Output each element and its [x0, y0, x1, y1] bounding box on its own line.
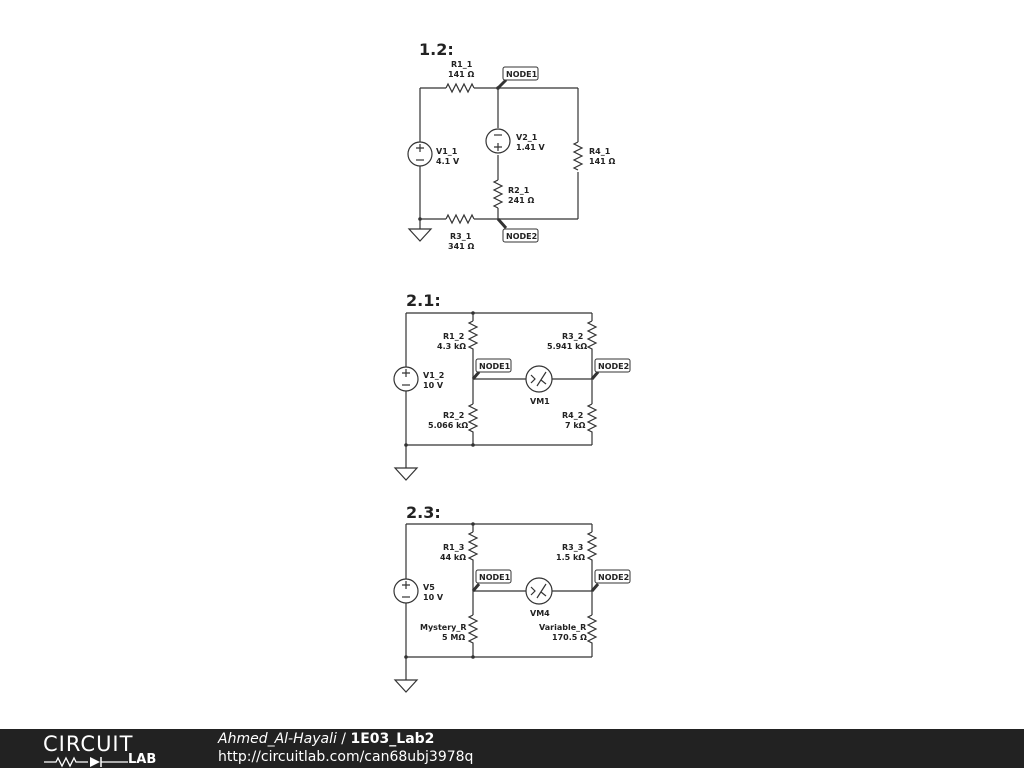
- mystery-r-name: Mystery_R: [420, 623, 467, 632]
- svg-text:NODE1: NODE1: [506, 70, 538, 79]
- voltage-source-v1-1[interactable]: V1_1 4.1 V: [407, 141, 460, 167]
- resistor-r2-2[interactable]: R2_2 5.066 kΩ: [428, 403, 479, 434]
- ground-icon: [393, 467, 419, 481]
- variable-r-value: 170.5 Ω: [552, 633, 587, 642]
- r2-2-name: R2_2: [443, 411, 464, 420]
- resistor-diode-icon: [44, 756, 128, 768]
- r3-3-name: R3_3: [562, 543, 583, 552]
- resistor-r2-1[interactable]: R2_1 241 Ω: [492, 179, 534, 209]
- mystery-r-value: 5 MΩ: [442, 633, 465, 642]
- voltage-source-v2-1[interactable]: V2_1 1.41 V: [485, 128, 546, 154]
- r4-1-name: R4_1: [589, 147, 611, 156]
- r1-3-value: 44 kΩ: [440, 553, 466, 562]
- v1-2-name: V1_2: [423, 371, 444, 380]
- node1-label[interactable]: NODE1: [471, 358, 512, 380]
- variable-r-name: Variable_R: [539, 623, 586, 632]
- r4-2-name: R4_2: [562, 411, 583, 420]
- node1-label[interactable]: NODE1: [471, 569, 512, 592]
- footer-bar: CIRCUIT LAB Ahmed_Al-Hayali / 1E03_Lab2 …: [0, 729, 1024, 768]
- circuit-3-title: 2.3:: [406, 503, 441, 522]
- voltmeter-vm1[interactable]: VM1: [525, 365, 553, 406]
- r4-2-value: 7 kΩ: [565, 421, 586, 430]
- circuit-2-title: 2.1:: [406, 291, 441, 310]
- svg-text:NODE2: NODE2: [506, 232, 537, 241]
- ground-icon: [407, 228, 433, 242]
- resistor-r1-3[interactable]: R1_3 44 kΩ: [440, 531, 479, 562]
- svg-text:NODE1: NODE1: [479, 362, 511, 371]
- resistor-r3-1[interactable]: R3_1 341 Ω: [445, 213, 475, 251]
- resistor-r4-1[interactable]: R4_1 141 Ω: [572, 141, 615, 171]
- logo-text-top: CIRCUIT: [43, 732, 134, 756]
- schematic-canvas: 1.2: R1_1 141 Ω R3_1 341 Ω: [393, 40, 631, 693]
- v1-2-value: 10 V: [423, 381, 444, 390]
- credit-line: Ahmed_Al-Hayali / 1E03_Lab2: [218, 731, 434, 747]
- r3-3-value: 1.5 kΩ: [556, 553, 585, 562]
- v5-name: V5: [423, 583, 435, 592]
- project-link[interactable]: 1E03_Lab2: [350, 731, 435, 747]
- resistor-r3-2[interactable]: R3_2 5.941 kΩ: [547, 320, 598, 351]
- vm4-name: VM4: [530, 609, 550, 618]
- circuit-url[interactable]: http://circuitlab.com/can68ubj3978q: [218, 749, 474, 765]
- r1-3-name: R1_3: [443, 543, 464, 552]
- resistor-r1-1[interactable]: R1_1 141 Ω: [445, 60, 475, 94]
- junction-dot: [471, 311, 475, 315]
- circuit-2-wires: [405, 312, 593, 468]
- circuitlab-logo[interactable]: CIRCUIT LAB: [40, 732, 180, 768]
- voltage-source-v5[interactable]: V5 10 V: [393, 578, 444, 604]
- junction-dot: [471, 522, 475, 526]
- junction-dot: [471, 443, 475, 447]
- v1-1-name: V1_1: [436, 147, 458, 156]
- node2-label[interactable]: NODE2: [590, 569, 631, 592]
- circuit-3-wires: [405, 523, 593, 680]
- r1-1-name: R1_1: [451, 60, 473, 69]
- v5-value: 10 V: [423, 593, 444, 602]
- resistor-r1-2[interactable]: R1_2 4.3 kΩ: [437, 320, 479, 351]
- r3-1-name: R3_1: [450, 232, 472, 241]
- r1-1-value: 141 Ω: [448, 70, 474, 79]
- r2-1-value: 241 Ω: [508, 196, 534, 205]
- junction-dot: [404, 655, 408, 659]
- r1-2-value: 4.3 kΩ: [437, 342, 466, 351]
- r1-2-name: R1_2: [443, 332, 464, 341]
- v2-1-name: V2_1: [516, 133, 538, 142]
- r3-2-value: 5.941 kΩ: [547, 342, 587, 351]
- credit-separator: /: [336, 731, 351, 747]
- node1-label[interactable]: NODE1: [496, 66, 539, 90]
- node2-label[interactable]: NODE2: [496, 218, 539, 243]
- svg-text:NODE2: NODE2: [598, 362, 629, 371]
- circuit-2-3: 2.3: R1_3 44 kΩ Mystery_R 5 MΩ: [393, 503, 631, 693]
- author-link[interactable]: Ahmed_Al-Hayali: [218, 731, 337, 747]
- circuit-1-2: 1.2: R1_1 141 Ω R3_1 341 Ω: [407, 40, 615, 251]
- r2-2-value: 5.066 kΩ: [428, 421, 468, 430]
- svg-text:NODE2: NODE2: [598, 573, 629, 582]
- voltage-source-v1-2[interactable]: V1_2 10 V: [393, 366, 444, 392]
- r3-1-value: 341 Ω: [448, 242, 474, 251]
- r3-2-name: R3_2: [562, 332, 583, 341]
- voltmeter-vm4[interactable]: VM4: [525, 577, 553, 618]
- ground-icon: [393, 679, 419, 693]
- resistor-variable-r[interactable]: Variable_R 170.5 Ω: [539, 614, 598, 645]
- resistor-r4-2[interactable]: R4_2 7 kΩ: [562, 403, 598, 434]
- v2-1-value: 1.41 V: [516, 143, 546, 152]
- circuit-1-title: 1.2:: [419, 40, 454, 59]
- resistor-mystery-r[interactable]: Mystery_R 5 MΩ: [420, 614, 479, 645]
- r2-1-name: R2_1: [508, 186, 530, 195]
- svg-text:NODE1: NODE1: [479, 573, 511, 582]
- junction-dot: [471, 655, 475, 659]
- circuit-2-1: 2.1: R1_2 4.3 kΩ R2_2 5.066 kΩ: [393, 291, 631, 481]
- logo-text-lab: LAB: [128, 752, 157, 767]
- r4-1-value: 141 Ω: [589, 157, 615, 166]
- node2-label[interactable]: NODE2: [590, 358, 631, 380]
- junction-dot: [418, 217, 422, 221]
- resistor-r3-3[interactable]: R3_3 1.5 kΩ: [556, 531, 598, 562]
- v1-1-value: 4.1 V: [436, 157, 460, 166]
- junction-dot: [404, 443, 408, 447]
- vm1-name: VM1: [530, 397, 550, 406]
